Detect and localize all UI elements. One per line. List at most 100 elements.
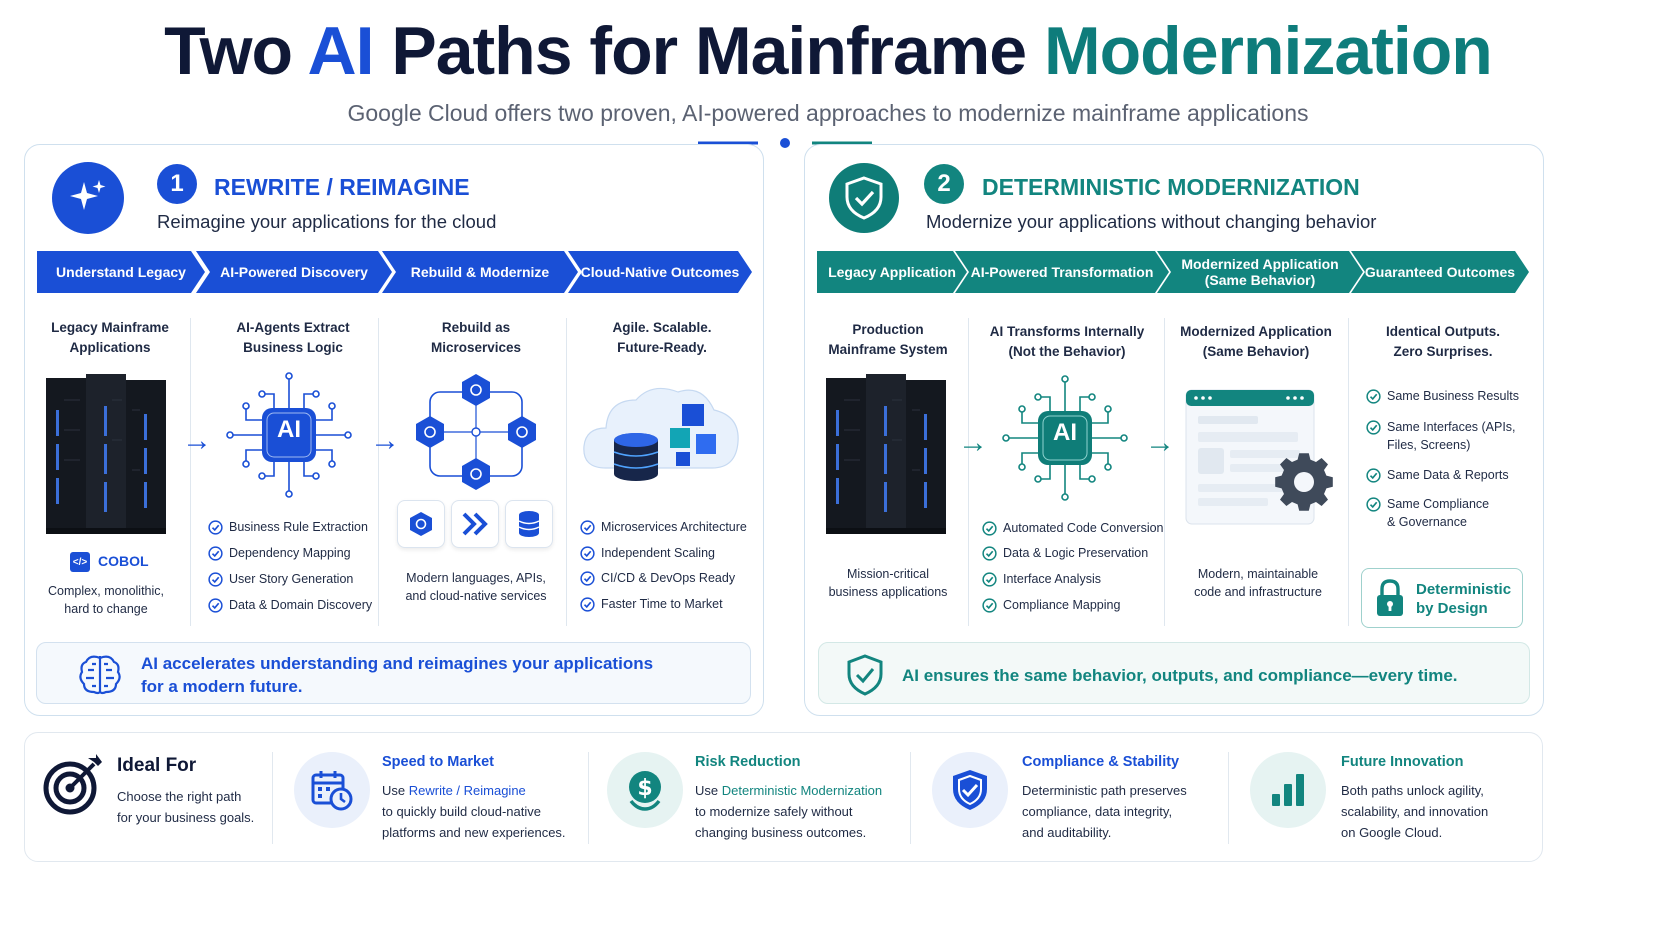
heading-line: Zero Surprises. bbox=[1393, 344, 1493, 359]
check-label: Data & Logic Preservation bbox=[1003, 546, 1149, 560]
heading-line: Rebuild as bbox=[441, 320, 511, 335]
risk-reduction-heading: Risk Reduction bbox=[695, 754, 801, 770]
check-icon bbox=[982, 572, 997, 587]
code-icon: </> bbox=[70, 552, 90, 572]
arrow-right-icon: → bbox=[1145, 426, 1175, 459]
target-icon bbox=[43, 754, 102, 815]
speed-to-market-heading: Speed to Market bbox=[382, 754, 494, 770]
svg-text:$: $ bbox=[637, 776, 652, 801]
check-label: Compliance Mapping bbox=[1003, 598, 1121, 612]
arrow-right-icon: → bbox=[182, 424, 212, 457]
bar-chart-icon bbox=[1250, 752, 1326, 828]
page-title: Two AI Paths for Mainframe Modernization bbox=[0, 12, 1656, 90]
check-label: Data & Domain Discovery bbox=[229, 598, 373, 612]
heading-line: Applications bbox=[69, 340, 151, 355]
path2-step-2: AI-Powered Transformation bbox=[955, 251, 1169, 293]
banner-line: AI accelerates understanding and reimagi… bbox=[141, 654, 654, 673]
check-icon bbox=[1366, 389, 1381, 404]
shield-check-icon bbox=[829, 163, 899, 233]
path2-step-1: Legacy Application bbox=[817, 251, 967, 293]
future-innovation-heading: Future Innovation bbox=[1341, 754, 1464, 770]
path2-col1-caption: Mission-critical business applications bbox=[814, 565, 962, 601]
check-item: Data & Logic Preservation bbox=[982, 544, 1148, 562]
path1-banner-text: AI accelerates understanding and reimagi… bbox=[141, 652, 653, 698]
mainframe-server-icon bbox=[46, 374, 166, 534]
divider bbox=[378, 318, 379, 626]
check-label: Same Interfaces (APIs, bbox=[1387, 420, 1516, 434]
cloud-data-icon bbox=[583, 387, 739, 481]
check-icon bbox=[1366, 468, 1381, 483]
heading-line: Microservices bbox=[430, 340, 522, 355]
arrow-right-icon: → bbox=[370, 424, 400, 457]
path1-banner bbox=[36, 642, 751, 704]
check-item: Dependency Mapping bbox=[208, 544, 351, 562]
check-item: Faster Time to Market bbox=[580, 595, 723, 613]
title-ai: AI bbox=[307, 13, 374, 89]
speed-to-market-text: Use Rewrite / Reimagine to quickly build … bbox=[382, 780, 566, 843]
heading-line: (Not the Behavior) bbox=[1008, 344, 1126, 359]
check-label: Business Rule Extraction bbox=[229, 520, 368, 534]
divider bbox=[566, 318, 567, 626]
lock-icon bbox=[1377, 579, 1403, 616]
check-icon bbox=[1366, 420, 1381, 435]
caption-line: code and infrastructure bbox=[1194, 585, 1322, 599]
check-item: Same Business Results bbox=[1366, 387, 1519, 405]
text-segment: Use bbox=[695, 783, 722, 798]
heading-line: Modernized Application bbox=[1180, 324, 1332, 339]
check-item: Independent Scaling bbox=[580, 544, 715, 562]
text-line: platforms and new experiences. bbox=[382, 825, 566, 840]
path2-col4-heading: Identical Outputs. Zero Surprises. bbox=[1356, 322, 1530, 362]
check-item: CI/CD & DevOps Ready bbox=[580, 569, 735, 587]
check-icon bbox=[580, 546, 595, 561]
ai-chip-label: AI bbox=[1053, 419, 1077, 446]
box-line: Deterministic bbox=[1416, 581, 1512, 598]
compliance-stability-heading: Compliance & Stability bbox=[1022, 754, 1180, 770]
check-icon bbox=[208, 598, 223, 613]
path2-col3-caption: Modern, maintainable code and infrastruct… bbox=[1170, 565, 1346, 601]
check-item: Automated Code Conversion bbox=[982, 519, 1164, 537]
text-line: on Google Cloud. bbox=[1341, 825, 1443, 840]
path2-step-3: Modernized Application(Same Behavior) bbox=[1157, 251, 1363, 293]
check-label: Independent Scaling bbox=[601, 546, 715, 560]
title-part2: Paths for Mainframe bbox=[373, 13, 1044, 89]
path2-col3-heading: Modernized Application (Same Behavior) bbox=[1170, 322, 1342, 362]
rewrite-reimagine-highlight: Rewrite / Reimagine bbox=[408, 783, 526, 798]
step-line: Modernized Application bbox=[1181, 256, 1339, 272]
divider bbox=[190, 318, 191, 626]
heading-line: (Same Behavior) bbox=[1202, 344, 1310, 359]
check-label: Same Data & Reports bbox=[1387, 468, 1509, 482]
ai-chip-label: AI bbox=[277, 416, 301, 443]
check-label: Interface Analysis bbox=[1003, 572, 1101, 586]
heading-line: AI Transforms Internally bbox=[989, 324, 1145, 339]
text-line: changing business outcomes. bbox=[695, 825, 867, 840]
hexagon-icon bbox=[397, 500, 445, 548]
divider bbox=[910, 752, 911, 844]
check-item: Same Data & Reports bbox=[1366, 466, 1509, 484]
caption-line: Modern, maintainable bbox=[1197, 567, 1319, 581]
check-icon bbox=[982, 598, 997, 613]
path2-banner bbox=[818, 642, 1530, 704]
path2-title: DETERMINISTIC MODERNIZATION bbox=[982, 174, 1360, 200]
heading-line: Mainframe System bbox=[828, 342, 948, 357]
heading-line: Identical Outputs. bbox=[1385, 324, 1500, 339]
text-line: to modernize safely without bbox=[695, 804, 853, 819]
heading-line: AI-Agents Extract bbox=[236, 320, 350, 335]
path2-number: 2 bbox=[924, 164, 964, 204]
caption-line: Modern languages, APIs, bbox=[406, 571, 546, 585]
check-item: Same Interfaces (APIs, Files, Screens) bbox=[1366, 418, 1516, 454]
shield-check-icon bbox=[847, 654, 883, 696]
caption-line: Complex, monolithic, bbox=[47, 584, 164, 598]
path1-number: 1 bbox=[157, 164, 197, 204]
text-line: and auditability. bbox=[1022, 825, 1112, 840]
shield-check-icon bbox=[932, 752, 1008, 828]
check-label: Files, Screens) bbox=[1387, 438, 1471, 452]
caption-line: business applications bbox=[828, 585, 948, 599]
text-line: to quickly build cloud-native bbox=[382, 804, 541, 819]
caption-line: Mission-critical bbox=[847, 567, 929, 581]
future-innovation-text: Both paths unlock agility,scalability, a… bbox=[1341, 780, 1488, 843]
text-segment: Use bbox=[382, 783, 409, 798]
